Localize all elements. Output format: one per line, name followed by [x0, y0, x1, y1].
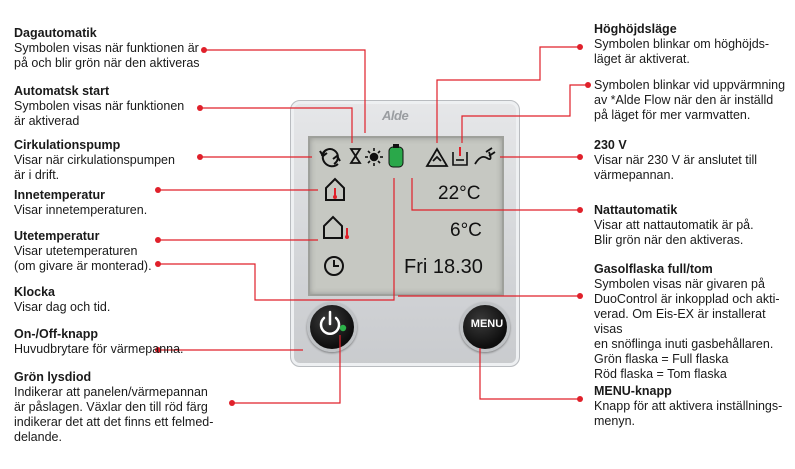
- callout-klocka: Klocka Visar dag och tid.: [14, 285, 110, 315]
- callout-desc: Knapp för att aktivera inställnings- men…: [594, 399, 783, 428]
- callout-title: Höghöjdsläge: [594, 22, 677, 36]
- callout-desc: Visar dag och tid.: [14, 300, 111, 314]
- menu-button[interactable]: [460, 302, 510, 352]
- callout-title: On-/Off-knapp: [14, 327, 99, 341]
- callout-title: Automatsk start: [14, 84, 110, 98]
- callout-desc: Huvudbrytare för värmepanna.: [14, 342, 184, 356]
- menu-button-label: MENU: [470, 318, 504, 330]
- callout-on-off: On-/Off-knapp Huvudbrytare för värmepann…: [14, 327, 184, 357]
- clock-icon: [324, 256, 344, 276]
- leader-lines: [158, 46, 588, 404]
- callout-desc: Symbolen visas när funktionen är aktiver…: [14, 99, 185, 128]
- callout-desc: Symbolen blinkar vid uppvärmning av *Ald…: [594, 78, 786, 122]
- leader-dots: [155, 44, 591, 406]
- callout-title: Innetemperatur: [14, 188, 105, 202]
- callout-title: Grön lysdiod: [14, 370, 92, 384]
- on-off-button[interactable]: [307, 302, 357, 352]
- day-time-readout: Fri 18.30: [404, 256, 483, 278]
- callout-desc: Visar utetemperaturen (om givare är mont…: [14, 244, 152, 273]
- hot-water-icon: [452, 147, 468, 166]
- callout-dagautomatik: Dagautomatik Symbolen visas när funktion…: [14, 26, 200, 71]
- callout-utetemperatur: Utetemperatur Visar utetemperaturen (om …: [14, 229, 152, 274]
- inside-temperature: 22°C: [438, 183, 481, 204]
- callout-desc: Visar innetemperaturen.: [14, 203, 148, 217]
- callout-desc: Indikerar att panelen/värmepannan är pås…: [14, 385, 214, 444]
- callout-desc: Visar att nattautomatik är på. Blir grön…: [594, 218, 754, 247]
- callout-nattautomatik: Nattautomatik Visar att nattautomatik är…: [594, 203, 754, 248]
- callout-desc: Symbolen blinkar om höghöjds- läget är a…: [594, 37, 770, 66]
- callout-gron-lysdiod: Grön lysdiod Indikerar att panelen/värme…: [14, 370, 213, 445]
- callout-varmvatten: Symbolen blinkar vid uppvärmning av *Ald…: [594, 78, 785, 123]
- green-led: [339, 324, 347, 332]
- callout-gasolflaska: Gasolflaska full/tom Symbolen visas när …: [594, 262, 795, 382]
- callout-cirkulationspump: Cirkulationspump Visar när cirkulationsp…: [14, 138, 175, 183]
- callout-menu-knapp: MENU-knapp Knapp för att aktivera instäl…: [594, 384, 782, 429]
- gas-bottle-icon: [388, 144, 404, 168]
- moon-icon: [410, 148, 424, 167]
- callout-230v: 230 V Visar när 230 V är anslutet till v…: [594, 138, 757, 183]
- callout-hoghojdslage: Höghöjdsläge Symbolen blinkar om höghöjd…: [594, 22, 769, 67]
- house-outside-icon: [323, 215, 349, 239]
- power-icon: [319, 310, 341, 335]
- callout-title: Dagautomatik: [14, 26, 97, 40]
- callout-title: 230 V: [594, 138, 627, 152]
- callout-title: MENU-knapp: [594, 384, 672, 398]
- sun-icon: [365, 148, 383, 166]
- mountain-icon: [425, 147, 449, 167]
- house-inside-icon: [325, 177, 345, 201]
- circulation-pump-icon: [319, 148, 341, 168]
- callout-automatisk-start: Automatsk start Symbolen visas när funkt…: [14, 84, 184, 129]
- plug-230v-icon: [474, 147, 496, 165]
- outside-temperature: 6°C: [450, 220, 482, 241]
- callout-title: Cirkulationspump: [14, 138, 121, 152]
- alde-logo: Alde: [382, 108, 409, 123]
- callout-innetemperatur: Innetemperatur Visar innetemperaturen.: [14, 188, 147, 218]
- callout-title: Gasolflaska full/tom: [594, 262, 713, 276]
- callout-desc: Visar när cirkulationspumpen är i drift.: [14, 153, 175, 182]
- callout-desc: Symbolen visas när givaren på DuoControl…: [594, 277, 780, 381]
- lcd-display: [308, 136, 504, 296]
- callout-desc: Symbolen visas när funktionen är på och …: [14, 41, 200, 70]
- hourglass-icon: [349, 148, 362, 164]
- callout-title: Klocka: [14, 285, 55, 299]
- callout-desc: Visar när 230 V är anslutet till värmepa…: [594, 153, 758, 182]
- callout-title: Utetemperatur: [14, 229, 100, 243]
- callout-title: Nattautomatik: [594, 203, 678, 217]
